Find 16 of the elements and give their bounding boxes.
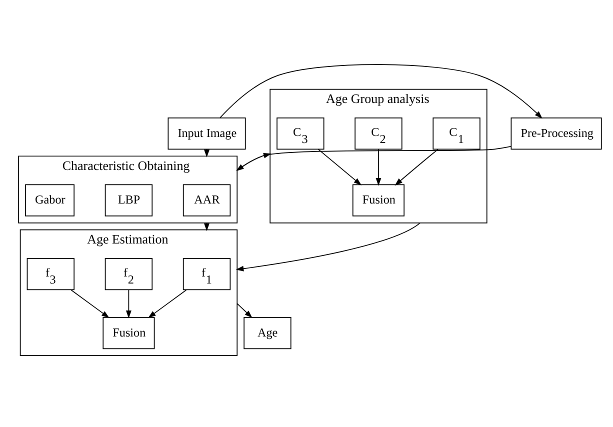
arrow <box>394 148 438 186</box>
node-box: Fusion <box>102 317 155 350</box>
arrow <box>376 148 382 186</box>
arrow <box>70 290 110 318</box>
node-box: Pre-Processing <box>510 118 602 150</box>
arrow <box>236 222 421 272</box>
arrow <box>220 64 542 119</box>
arrow <box>148 290 187 318</box>
node-box: LBP <box>104 184 153 216</box>
arrow <box>126 290 132 318</box>
node-box: Age <box>244 317 292 350</box>
node-box: Gabor <box>25 184 74 216</box>
node-box: Fusion <box>352 184 404 216</box>
arrow <box>318 148 362 186</box>
node-box: AAR <box>182 184 231 216</box>
arrow <box>236 303 252 318</box>
